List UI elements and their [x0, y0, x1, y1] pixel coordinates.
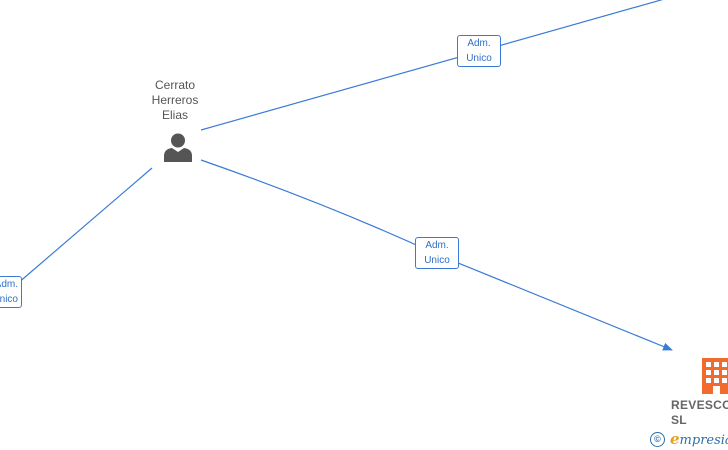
company-name[interactable]: REVESCO SL	[671, 398, 728, 428]
edge-label-role: Adm.	[0, 279, 18, 290]
edge-to-top-right	[200, 0, 664, 131]
brand-initial: e	[670, 430, 680, 448]
edge-label-top[interactable]: Adm. Unico	[457, 35, 501, 67]
company-name-line: SL	[671, 413, 687, 427]
edge-label-type: Unico	[0, 294, 18, 305]
person-icon[interactable]	[162, 132, 194, 162]
person-name-line: Elias	[161, 108, 188, 122]
company-name-line: REVESCO	[671, 398, 728, 412]
person-name-line: Herreros	[151, 93, 199, 107]
edge-label-type: Unico	[424, 255, 450, 266]
edge-label-role: Adm.	[425, 240, 449, 251]
brand-logo: empresia	[670, 430, 728, 448]
brand-name: mpresia	[679, 433, 728, 448]
empresia-watermark: © empresia	[650, 430, 728, 448]
person-name[interactable]: Cerrato Herreros Elias	[120, 78, 230, 123]
person-name-line: Cerrato	[154, 78, 195, 92]
copyright-icon: ©	[650, 431, 665, 447]
edge-label-middle[interactable]: Adm. Unico	[415, 237, 459, 269]
edge-label-left[interactable]: Adm. Unico	[0, 276, 22, 308]
building-icon[interactable]	[700, 358, 728, 394]
edge-label-role: Adm.	[467, 38, 491, 49]
edge-label-type: Unico	[466, 53, 492, 64]
edge-to-left	[9, 167, 153, 291]
